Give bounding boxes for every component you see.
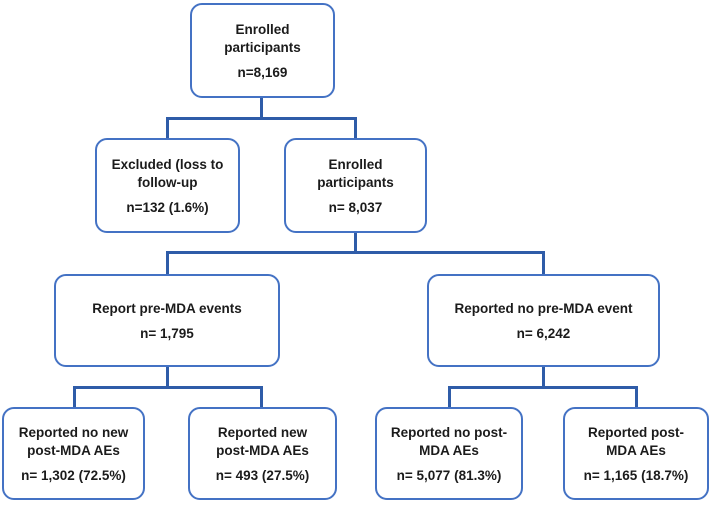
node-label: Reported no pre-MDA event [454, 300, 633, 316]
node-label: Excluded (loss to follow-up [111, 156, 224, 190]
connector-segment [260, 96, 263, 119]
connector-segment [354, 230, 357, 254]
node-excluded-loss-to-followup: Excluded (loss to follow-up n=132 (1.6%) [95, 138, 240, 233]
node-value: n= 493 (27.5%) [215, 468, 310, 484]
connector-segment [166, 251, 169, 276]
node-label: Report pre-MDA events [92, 300, 242, 316]
connector-segment [542, 251, 545, 276]
connector-segment [542, 365, 545, 388]
connector-segment [166, 117, 357, 120]
node-value: n=132 (1.6%) [126, 200, 209, 216]
node-value: n= 1,165 (18.7%) [583, 468, 689, 484]
node-pre-mda-events: Report pre-MDA events n= 1,795 [54, 274, 280, 367]
node-label: Reported new post-MDA AEs [216, 424, 309, 458]
node-label: Reported no post- MDA AEs [390, 424, 508, 458]
node-value: n= 8,037 [328, 200, 383, 216]
node-label: Reported post- MDA AEs [588, 424, 684, 458]
connector-segment [166, 117, 169, 140]
node-label: Enrolled participants [224, 21, 301, 55]
node-post-mda-aes: Reported post- MDA AEs n= 1,165 (18.7%) [563, 407, 709, 500]
node-value: n= 5,077 (81.3%) [396, 468, 502, 484]
connector-segment [448, 386, 451, 409]
connector-segment [73, 386, 263, 389]
node-value: n= 1,302 (72.5%) [21, 468, 126, 484]
node-label: Reported no new post-MDA AEs [18, 424, 129, 458]
connector-segment [448, 386, 638, 389]
node-enrolled-total: Enrolled participants n=8,169 [190, 3, 335, 98]
connector-segment [73, 386, 76, 409]
node-value: n= 1,795 [140, 326, 194, 342]
node-label: Enrolled participants [317, 156, 394, 190]
node-no-new-post-mda-aes: Reported no new post-MDA AEs n= 1,302 (7… [2, 407, 145, 500]
connector-segment [354, 117, 357, 140]
node-enrolled-followed: Enrolled participants n= 8,037 [284, 138, 427, 233]
connector-segment [635, 386, 638, 409]
connector-segment [166, 251, 545, 254]
node-value: n=8,169 [237, 65, 288, 81]
node-new-post-mda-aes: Reported new post-MDA AEs n= 493 (27.5%) [188, 407, 337, 500]
connector-segment [166, 365, 169, 388]
node-value: n= 6,242 [516, 326, 571, 342]
node-no-pre-mda-event: Reported no pre-MDA event n= 6,242 [427, 274, 660, 367]
node-no-post-mda-aes: Reported no post- MDA AEs n= 5,077 (81.3… [375, 407, 523, 500]
connector-segment [260, 386, 263, 409]
